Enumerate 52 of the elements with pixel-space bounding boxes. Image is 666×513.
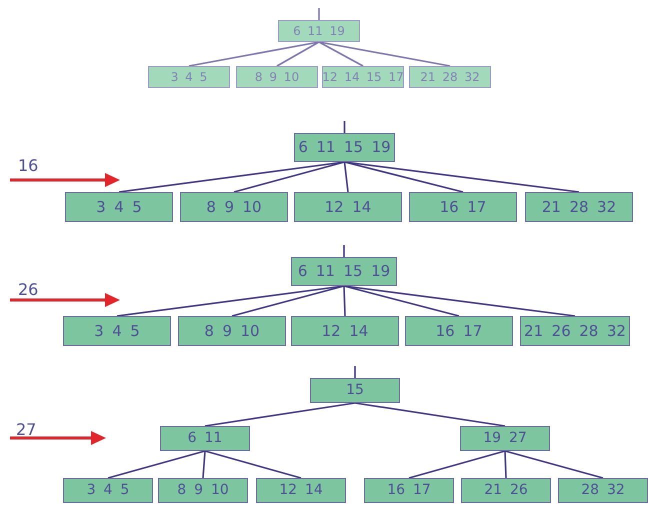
connector-line [343, 286, 346, 316]
connector-line [343, 245, 345, 257]
connector-line [344, 162, 349, 192]
tree-node-box: 12 14 [291, 316, 399, 346]
connector-line [504, 450, 604, 479]
connector-line [408, 450, 506, 479]
connector-line [276, 41, 320, 67]
tree-node-box: 3 4 5 [63, 478, 153, 503]
connector-line [108, 450, 206, 479]
tree-node-box: 16 17 [405, 316, 513, 346]
tree-node-box: 6 11 19 [278, 20, 360, 42]
inserted-key-label: 16 [18, 155, 38, 177]
connector-line [344, 121, 346, 133]
connector-line [354, 402, 506, 427]
tree-node-box: 8 9 10 [178, 316, 286, 346]
connector-line [232, 285, 344, 317]
tree-node-box: 6 11 15 19 [294, 133, 395, 162]
connector-line [188, 41, 320, 67]
tree-node-box: 6 11 15 19 [291, 257, 397, 286]
tree-node-box: 16 17 [409, 192, 517, 222]
tree-node-box: 19 27 [460, 426, 550, 451]
connector-line [344, 161, 580, 193]
connector-line [318, 8, 320, 20]
connector-line [202, 450, 206, 478]
connector-line [354, 366, 356, 378]
tree-node-box: 16 17 [364, 478, 454, 503]
tree-node-box: 8 9 10 [180, 192, 288, 222]
connector-line [318, 41, 364, 67]
tree-node-box: 21 26 [461, 478, 551, 503]
tree-node-box: 3 4 5 [148, 66, 230, 88]
connector-line [204, 450, 302, 479]
tree-node-box: 8 9 10 [236, 66, 318, 88]
inserted-key-label: 26 [18, 279, 38, 301]
tree-node-box: 21 28 32 [409, 66, 491, 88]
tree-node-box: 28 32 [558, 478, 648, 503]
connector-line [234, 161, 345, 193]
tree-node-box: 15 [310, 378, 400, 403]
tree-node-box: 12 14 15 17 [322, 66, 404, 88]
connector-line [204, 402, 356, 427]
inserted-key-label: 27 [16, 419, 36, 441]
tree-node-box: 3 4 5 [63, 316, 171, 346]
tree-node-box: 6 11 [160, 426, 250, 451]
connector-line [344, 161, 464, 193]
connector-line [344, 285, 460, 317]
connector-line [318, 41, 450, 67]
tree-node-box: 21 26 28 32 [520, 316, 630, 346]
tree-node-box: 3 4 5 [65, 192, 173, 222]
tree-node-box: 12 14 [256, 478, 346, 503]
connector-line [504, 450, 507, 478]
tree-node-box: 21 28 32 [525, 192, 633, 222]
tree-node-box: 8 9 10 [158, 478, 248, 503]
tree-node-box: 12 14 [294, 192, 402, 222]
